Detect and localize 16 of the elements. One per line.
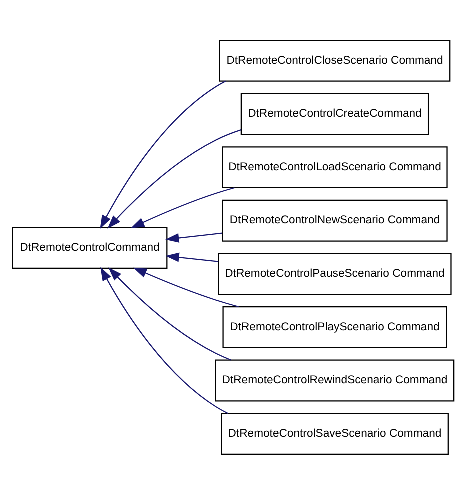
node-box: DtRemoteControlLoadScenario Command bbox=[222, 146, 448, 189]
arrow bbox=[100, 267, 228, 414]
node-box: DtRemoteControlRewindScenario Command bbox=[215, 360, 455, 402]
node-box: DtRemoteControlPlayScenario Command bbox=[222, 306, 448, 348]
node-box: DtRemoteControlCreateCommand bbox=[240, 93, 430, 136]
arrow bbox=[108, 130, 242, 229]
arrow bbox=[133, 268, 239, 308]
arrow bbox=[130, 187, 235, 228]
node-box: DtRemoteControlNewScenario Command bbox=[222, 200, 448, 242]
arrow bbox=[166, 252, 219, 262]
node-box: DtRemoteControlSaveScenario Command bbox=[221, 413, 449, 456]
arrow bbox=[166, 232, 223, 243]
node-box: DtRemoteControlPauseScenario Command bbox=[218, 253, 452, 296]
node-box: DtRemoteControlCloseScenario Command bbox=[219, 40, 451, 82]
arrow bbox=[100, 80, 226, 230]
node-box: DtRemoteControlCommand bbox=[12, 227, 168, 270]
